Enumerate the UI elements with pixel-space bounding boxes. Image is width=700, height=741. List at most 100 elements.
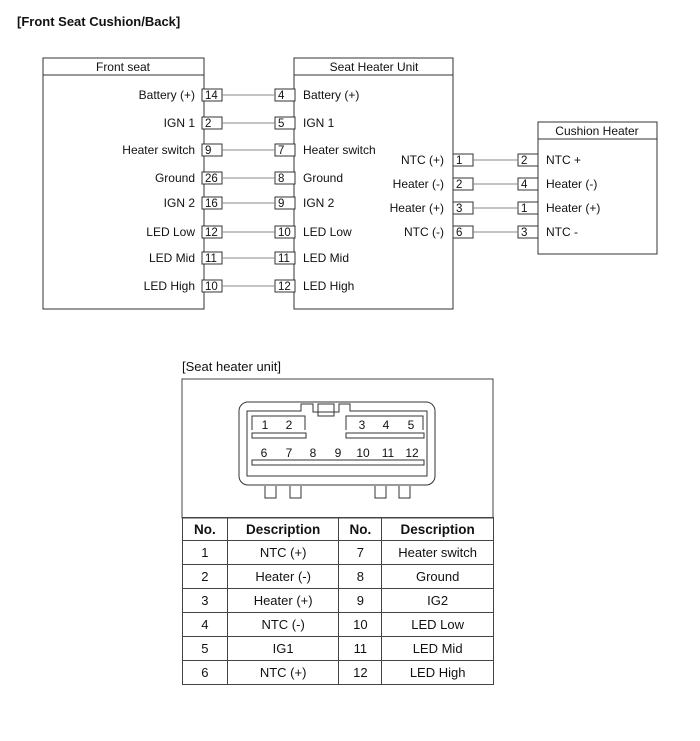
connector-caption: [Seat heater unit] — [182, 359, 281, 374]
pin-number: 7 — [338, 540, 383, 565]
connector-pin-number: 9 — [335, 446, 342, 460]
cushion-pin-label: Heater (-) — [546, 177, 597, 191]
connector-pin-number: 8 — [310, 446, 317, 460]
pin-number: 4 — [182, 612, 228, 637]
header-no-2: No. — [338, 517, 383, 541]
table-row: 4 NTC (-) 10 LED Low — [182, 612, 494, 637]
pin-description: Heater (+) — [226, 588, 340, 613]
unit-right-pin-number: 3 — [456, 203, 462, 215]
pin-description: LED High — [381, 660, 494, 685]
front-seat-pin-label: Battery (+) — [139, 88, 195, 102]
unit-left-pin-label: LED Low — [303, 225, 352, 239]
unit-left-pin-number: 5 — [278, 118, 284, 130]
pin-number: 11 — [338, 636, 383, 661]
unit-right-pin-label: NTC (+) — [401, 153, 444, 167]
header-no-1: No. — [182, 517, 228, 541]
front-seat-pin-label: IGN 1 — [164, 116, 196, 130]
pin-description: Heater (-) — [226, 564, 340, 589]
unit-left-pin-number: 12 — [278, 281, 291, 293]
connector-pin-number: 5 — [408, 418, 415, 432]
cushion-heater-title: Cushion Heater — [555, 124, 638, 138]
unit-left-pin-number: 10 — [278, 227, 291, 239]
cushion-pin-label: NTC + — [546, 153, 581, 167]
header-description-1: Description — [226, 517, 340, 541]
table-row: 2 Heater (-) 8 Ground — [182, 564, 494, 589]
unit-left-pin-number: 8 — [278, 173, 284, 185]
pin-description: LED Low — [381, 612, 494, 637]
front-seat-pin-label: LED High — [144, 279, 195, 293]
cushion-pin-number: 3 — [521, 227, 527, 239]
table-row: 1 NTC (+) 7 Heater switch — [182, 540, 494, 565]
cushion-pin-number: 2 — [521, 155, 527, 167]
unit-right-pin-number: 2 — [456, 179, 462, 191]
unit-left-pin-number: 4 — [278, 90, 285, 102]
table-row: 6 NTC (+) 12 LED High — [182, 660, 494, 685]
cushion-pin-number: 1 — [521, 203, 527, 215]
connector-pin-number: 7 — [286, 446, 293, 460]
front-seat-pin-number: 26 — [205, 173, 218, 185]
connector-pin-number: 1 — [262, 418, 269, 432]
table-row: 3 Heater (+) 9 IG2 — [182, 588, 494, 613]
connector-pin-number: 3 — [359, 418, 366, 432]
unit-right-pin-label: Heater (+) — [390, 201, 444, 215]
connector-pin-number: 12 — [405, 446, 419, 460]
front-seat-pin-number: 11 — [205, 253, 217, 265]
pin-number: 10 — [338, 612, 383, 637]
header-description-2: Description — [381, 517, 494, 541]
pin-description: Heater switch — [381, 540, 494, 565]
unit-left-pin-number: 9 — [278, 198, 284, 210]
cushion-pin-label: NTC - — [546, 225, 578, 239]
unit-left-pin-label: LED High — [303, 279, 354, 293]
pin-number: 9 — [338, 588, 383, 613]
pin-description: IG1 — [226, 636, 340, 661]
table-header-row: No. Description No. Description — [182, 517, 494, 541]
pin-description: Ground — [381, 564, 494, 589]
unit-left-pin-label: Battery (+) — [303, 88, 359, 102]
table-row: 5 IG1 11 LED Mid — [182, 636, 494, 661]
front-seat-pin-number: 9 — [205, 145, 211, 157]
pin-number: 5 — [182, 636, 228, 661]
pin-number: 3 — [182, 588, 228, 613]
unit-left-pin-number: 11 — [278, 253, 290, 265]
pin-number: 1 — [182, 540, 228, 565]
pin-description: NTC (+) — [226, 540, 340, 565]
unit-right-pin-label: Heater (-) — [393, 177, 444, 191]
unit-right-pin-label: NTC (-) — [404, 225, 444, 239]
front-seat-pin-label: IGN 2 — [164, 196, 196, 210]
diagram-title: [Front Seat Cushion/Back] — [17, 14, 180, 29]
pin-number: 12 — [338, 660, 383, 685]
cushion-pin-number: 4 — [521, 179, 528, 191]
pin-number: 6 — [182, 660, 228, 685]
front-seat-pin-label: LED Low — [146, 225, 195, 239]
connector-drawing — [238, 401, 436, 499]
unit-left-pin-label: Ground — [303, 171, 343, 185]
connector-pin-number: 4 — [383, 418, 390, 432]
wires — [222, 94, 518, 287]
connector-pin-number: 2 — [286, 418, 293, 432]
pin-number: 8 — [338, 564, 383, 589]
front-seat-pin-label: Ground — [155, 171, 195, 185]
unit-left-pin-label: Heater switch — [303, 143, 376, 157]
pin-description: LED Mid — [381, 636, 494, 661]
unit-left-pin-label: IGN 2 — [303, 196, 335, 210]
cushion-heater-box — [537, 121, 658, 255]
front-seat-title: Front seat — [96, 60, 151, 74]
front-seat-pin-label: LED Mid — [149, 251, 195, 265]
pin-description: NTC (+) — [226, 660, 340, 685]
unit-right-pin-number: 1 — [456, 155, 462, 167]
front-seat-pin-label: Heater switch — [122, 143, 195, 157]
unit-right-pin-number: 6 — [456, 227, 462, 239]
seat-heater-unit-box — [293, 57, 454, 310]
pin-description-table: No. Description No. Description 1 NTC (+… — [182, 517, 494, 685]
connector-pin-number: 11 — [382, 446, 395, 460]
front-seat-pin-number: 12 — [205, 227, 218, 239]
front-seat-pin-number: 10 — [205, 281, 218, 293]
unit-left-pin-label: LED Mid — [303, 251, 349, 265]
